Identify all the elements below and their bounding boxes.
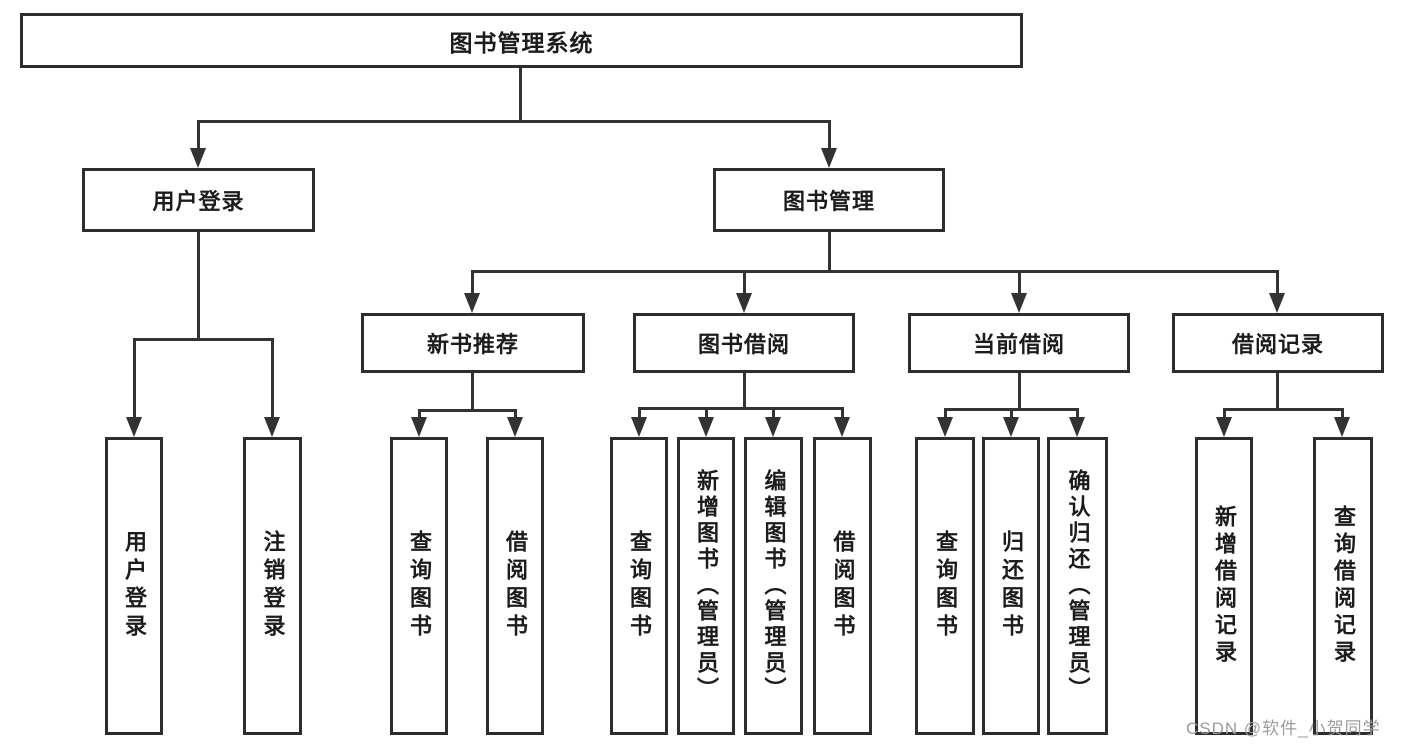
connector-drop-leaf — [1341, 408, 1344, 417]
connector-book-mgmt-branch — [471, 270, 1279, 273]
connector-drop-leaf — [1076, 408, 1079, 417]
connector-drop-leaf — [514, 409, 517, 417]
arrowhead-down-icon — [631, 417, 647, 437]
leaf-add-borrow-record: 新增借阅记录 — [1195, 437, 1253, 735]
leaf-add-books-admin: 新增图书（管理员） — [677, 437, 735, 735]
node-book-borrow: 图书借阅 — [633, 313, 855, 373]
connector-current-stem — [1018, 373, 1021, 408]
leaf-return-books: 归还图书 — [982, 437, 1040, 735]
connector-drop-user-login — [197, 120, 200, 148]
connector-borrow-stem — [743, 373, 746, 407]
leaf-query-books-borrow: 查询图书 — [610, 437, 668, 735]
arrowhead-down-icon — [736, 293, 752, 313]
connector-recommend-branch — [418, 409, 517, 412]
leaf-logout: 注销登录 — [243, 437, 302, 735]
connector-drop-leaf — [841, 407, 844, 417]
leaf-borrow-books: 借阅图书 — [813, 437, 872, 735]
arrowhead-down-icon — [834, 417, 850, 437]
arrowhead-down-icon — [937, 417, 953, 437]
connector-drop-leaf — [418, 409, 421, 417]
connector-book-mgmt-stem — [828, 232, 831, 270]
arrowhead-down-icon — [411, 417, 427, 437]
connector-drop-leaf — [133, 338, 136, 417]
leaf-query-borrow-record: 查询借阅记录 — [1313, 437, 1373, 735]
connector-user-login-stem — [197, 232, 200, 338]
node-new-book-recommend: 新书推荐 — [361, 313, 585, 373]
connector-drop-level3 — [471, 270, 474, 293]
node-borrow-records: 借阅记录 — [1172, 313, 1384, 373]
arrowhead-down-icon — [1011, 293, 1027, 313]
connector-drop-level3 — [1018, 270, 1021, 293]
arrowhead-down-icon — [765, 417, 781, 437]
node-user-login: 用户登录 — [82, 168, 315, 232]
connector-drop-book-management — [828, 120, 831, 148]
arrowhead-down-icon — [126, 417, 142, 437]
node-book-management: 图书管理 — [713, 168, 945, 232]
connector-root-branch — [197, 120, 831, 123]
arrowhead-down-icon — [1334, 417, 1350, 437]
connector-drop-leaf — [944, 408, 947, 417]
connector-drop-level3 — [743, 270, 746, 293]
leaf-borrow-books-recommend: 借阅图书 — [486, 437, 544, 735]
leaf-query-books-current: 查询图书 — [915, 437, 975, 735]
connector-drop-leaf — [638, 407, 641, 417]
arrowhead-down-icon — [507, 417, 523, 437]
arrowhead-down-icon — [1269, 293, 1285, 313]
leaf-edit-books-admin: 编辑图书（管理员） — [744, 437, 803, 735]
arrowhead-down-icon — [464, 293, 480, 313]
arrowhead-down-icon — [821, 148, 837, 168]
connector-drop-level3 — [1276, 270, 1279, 293]
connector-borrow-branch — [638, 407, 844, 410]
connector-records-branch — [1223, 408, 1344, 411]
leaf-user-login: 用户登录 — [105, 437, 163, 735]
arrowhead-down-icon — [264, 417, 280, 437]
connector-root-stem — [519, 68, 522, 120]
leaf-query-books-recommend: 查询图书 — [390, 437, 448, 735]
node-root-library-system: 图书管理系统 — [20, 13, 1023, 68]
node-current-borrow: 当前借阅 — [908, 313, 1130, 373]
connector-drop-leaf — [772, 407, 775, 417]
connector-drop-leaf — [271, 338, 274, 417]
arrowhead-down-icon — [1216, 417, 1232, 437]
leaf-confirm-return-admin: 确认归还（管理员） — [1047, 437, 1108, 735]
connector-drop-leaf — [705, 407, 708, 417]
connector-drop-leaf — [1223, 408, 1226, 417]
connector-drop-leaf — [1010, 408, 1013, 417]
arrowhead-down-icon — [1003, 417, 1019, 437]
arrowhead-down-icon — [698, 417, 714, 437]
arrowhead-down-icon — [190, 148, 206, 168]
connector-user-login-branch — [133, 338, 274, 341]
arrowhead-down-icon — [1069, 417, 1085, 437]
connector-records-stem — [1276, 373, 1279, 408]
csdn-watermark: CSDN @软件_小贺同学 — [1186, 719, 1381, 738]
connector-recommend-stem — [471, 373, 474, 409]
